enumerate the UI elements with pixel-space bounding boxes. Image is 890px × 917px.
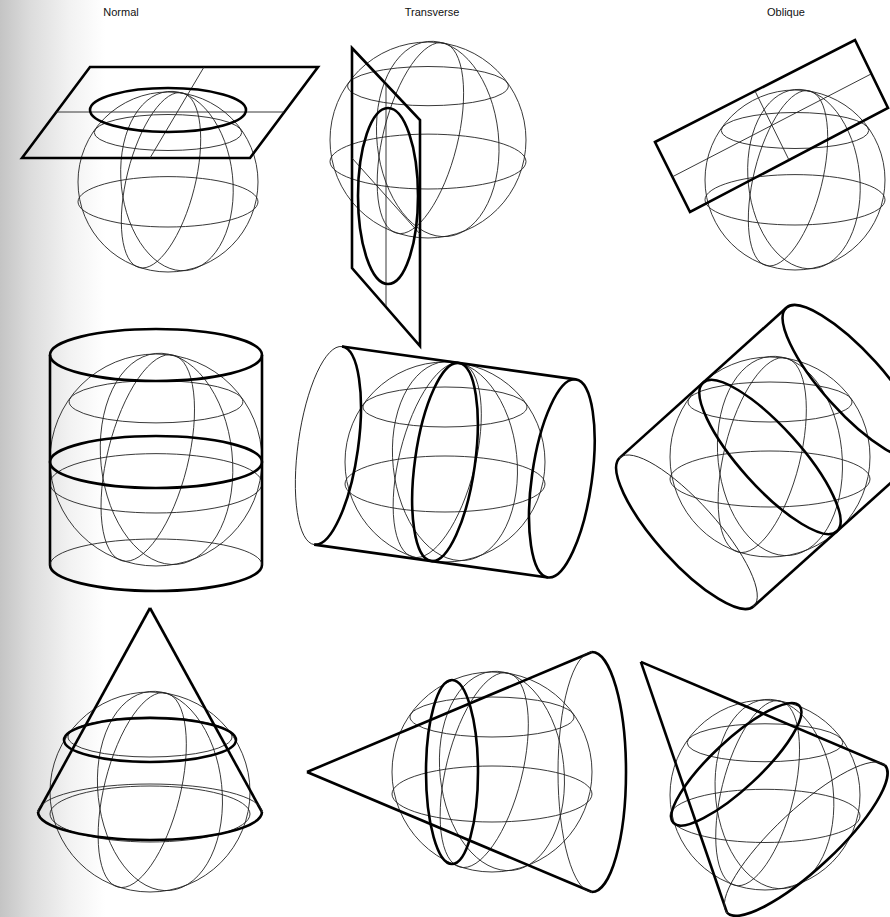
- oblique-cone: [562, 588, 890, 917]
- transverse-plane: [330, 34, 526, 346]
- normal-cylinder: [50, 329, 262, 591]
- normal-cone: [38, 608, 262, 897]
- oblique-plane: [655, 40, 888, 274]
- column-heading: Oblique: [767, 6, 805, 19]
- transverse-cone: [307, 652, 626, 892]
- column-heading: Transverse: [405, 6, 460, 19]
- oblique-cylinder: [598, 288, 890, 627]
- transverse-cylinder: [285, 342, 606, 581]
- normal-plane: [22, 67, 318, 276]
- column-heading: Normal: [103, 6, 138, 19]
